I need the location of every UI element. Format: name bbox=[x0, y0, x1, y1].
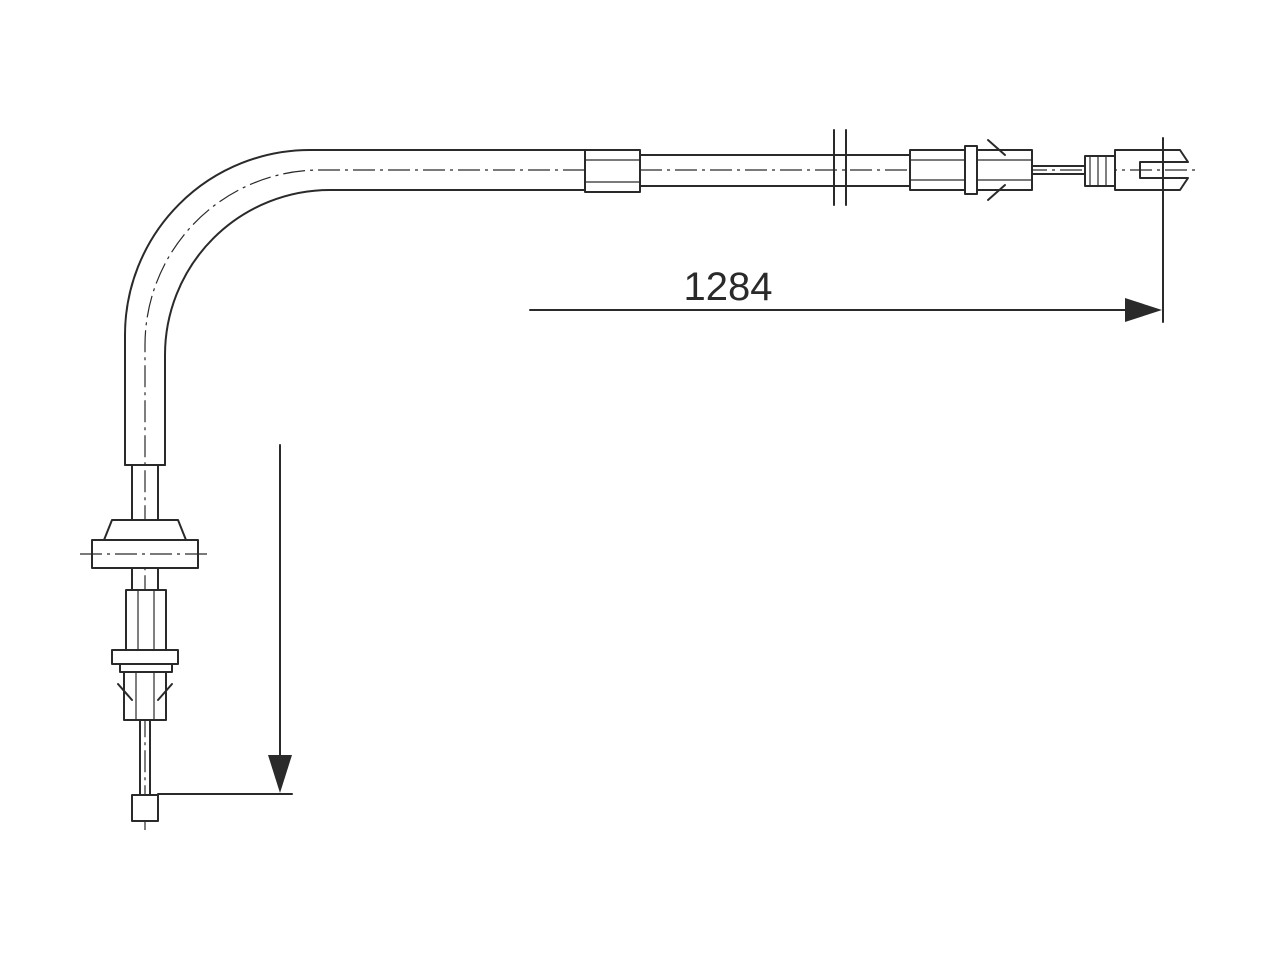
lower-end-nipple bbox=[131, 794, 159, 822]
horizontal-cable-section bbox=[584, 129, 1200, 206]
upper-clip bbox=[976, 149, 1033, 191]
upper-collar bbox=[964, 145, 978, 195]
lower-clip bbox=[123, 671, 167, 721]
dimension-label-1284: 1284 bbox=[684, 265, 773, 309]
grommet bbox=[103, 519, 187, 541]
cable-sheath bbox=[124, 149, 586, 830]
dimension-horizontal: 1284 bbox=[529, 137, 1164, 323]
upper-left-ferrule bbox=[584, 149, 641, 193]
lower-collar bbox=[111, 649, 179, 665]
fork-end bbox=[1114, 149, 1189, 191]
upper-right-ferrule bbox=[909, 149, 966, 191]
vertical-cable-section bbox=[80, 464, 210, 822]
dimension-vertical bbox=[157, 444, 293, 795]
lower-ferrule bbox=[125, 589, 167, 651]
